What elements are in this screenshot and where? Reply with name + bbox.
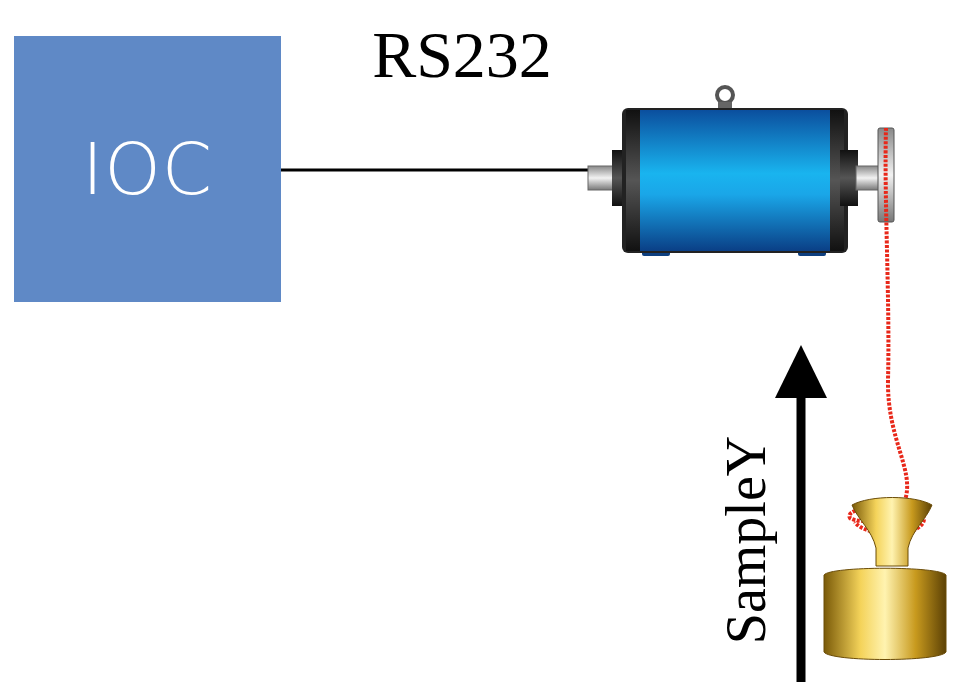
motor-endcap xyxy=(626,110,640,251)
motor-housing xyxy=(622,108,848,253)
bus-label: RS232 xyxy=(372,17,552,93)
process-box: IOC xyxy=(14,36,281,302)
weight-body xyxy=(824,568,946,659)
weight-knob xyxy=(852,498,932,567)
eyebolt xyxy=(717,87,733,103)
axis-label: SampleY xyxy=(714,436,778,644)
rs232-wire xyxy=(281,169,592,172)
direction-arrow xyxy=(797,395,806,682)
motor-body xyxy=(640,110,830,251)
arrow-head xyxy=(775,345,827,398)
box-label: IOC xyxy=(82,127,213,211)
motor-bearing xyxy=(840,150,858,206)
motor-shaft xyxy=(856,166,880,190)
rope xyxy=(849,128,924,533)
